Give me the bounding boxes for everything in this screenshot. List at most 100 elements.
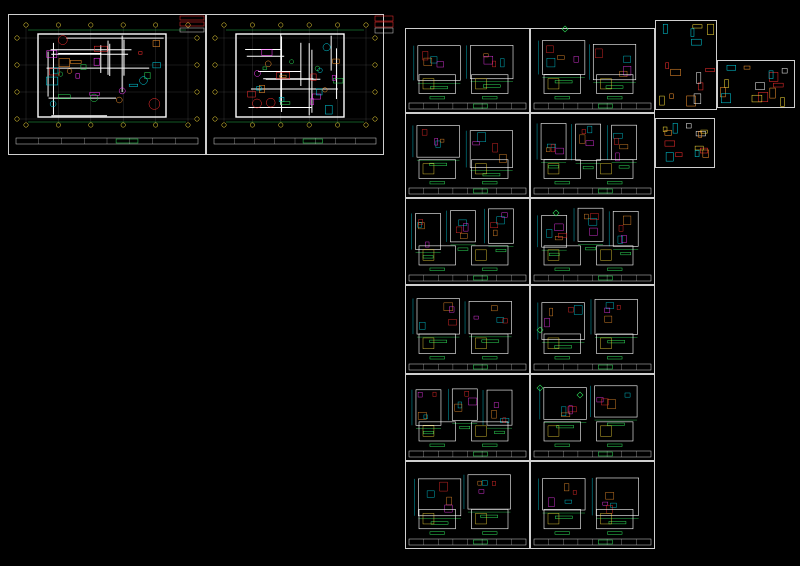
room-outline xyxy=(555,515,573,519)
grid-bubble xyxy=(306,122,312,128)
room-outline xyxy=(600,249,612,261)
room-outline xyxy=(477,480,482,486)
room-outline xyxy=(596,245,634,266)
room-outline xyxy=(418,478,462,517)
grid-bubble xyxy=(49,100,57,108)
room-outline xyxy=(458,219,467,226)
elevation-sheet-a3[interactable] xyxy=(405,198,530,285)
elevation-sheet-a5[interactable] xyxy=(405,374,530,461)
elevation-sheet-a1[interactable] xyxy=(405,28,530,113)
room-outline xyxy=(773,82,784,88)
room-outline xyxy=(614,138,619,145)
detail-sheet-3[interactable] xyxy=(655,118,715,168)
grid-bubble xyxy=(185,22,191,28)
room-outline xyxy=(662,126,668,132)
elevation-sheet-a4[interactable] xyxy=(405,285,530,374)
room-outline xyxy=(493,402,499,408)
room-outline xyxy=(698,131,702,138)
room-outline xyxy=(429,356,445,360)
grid-bubble xyxy=(372,35,378,41)
room-outline xyxy=(459,426,471,430)
room-outline xyxy=(543,509,581,530)
room-outline xyxy=(471,74,509,94)
floor-plan-sheet-1[interactable] xyxy=(8,14,206,155)
room-outline xyxy=(429,96,445,100)
room-outline xyxy=(686,95,696,107)
room-outline xyxy=(616,305,621,310)
room-outline xyxy=(58,58,70,67)
room-outline xyxy=(769,72,779,82)
room-outline xyxy=(456,226,463,233)
room-outline xyxy=(568,307,574,313)
room-outline xyxy=(572,490,577,495)
grid-bubble xyxy=(265,60,272,67)
floor-plan-sheet-2[interactable] xyxy=(206,14,384,155)
room-outline xyxy=(430,521,449,525)
room-outline xyxy=(585,140,594,146)
room-outline xyxy=(758,92,769,102)
room-outline xyxy=(755,82,765,90)
room-outline xyxy=(482,531,498,535)
room-outline xyxy=(604,315,613,323)
room-outline xyxy=(415,213,441,250)
grid-bubble xyxy=(212,35,218,41)
detail-sheet-1[interactable] xyxy=(655,20,717,110)
room-outline xyxy=(546,147,551,152)
room-outline xyxy=(333,78,344,84)
grid-bubble xyxy=(278,122,284,128)
room-outline xyxy=(664,129,672,136)
detail-sheet-2[interactable] xyxy=(717,60,795,108)
room-outline xyxy=(436,61,444,68)
room-outline xyxy=(419,322,426,330)
room-outline xyxy=(751,94,763,103)
room-outline xyxy=(624,392,631,398)
room-outline xyxy=(600,78,612,90)
room-outline xyxy=(434,138,438,146)
room-outline xyxy=(567,406,577,413)
grid-bubble xyxy=(153,122,159,128)
elevation-sheet-a2[interactable] xyxy=(405,113,530,198)
grid-bubble xyxy=(116,96,123,104)
elevation-sheet-b4[interactable] xyxy=(530,285,655,374)
grid-bubble xyxy=(185,122,191,128)
room-outline xyxy=(482,96,498,100)
room-outline xyxy=(600,163,612,175)
room-outline xyxy=(781,68,788,74)
room-outline xyxy=(502,417,507,423)
room-outline xyxy=(575,123,601,161)
room-outline xyxy=(662,23,668,34)
room-outline xyxy=(543,387,587,420)
room-outline xyxy=(623,215,632,225)
room-outline xyxy=(493,229,498,237)
section-marker-icon xyxy=(561,25,569,33)
room-outline xyxy=(312,93,321,100)
room-outline xyxy=(332,58,340,64)
room-outline xyxy=(618,165,630,169)
room-outline xyxy=(615,152,620,162)
room-outline xyxy=(418,222,425,230)
elevation-sheet-b1[interactable] xyxy=(530,28,655,113)
room-outline xyxy=(554,356,570,360)
room-outline xyxy=(604,307,611,313)
room-outline xyxy=(491,305,498,312)
room-outline xyxy=(558,233,568,238)
room-outline xyxy=(473,451,488,457)
elevation-sheet-a6[interactable] xyxy=(405,461,530,549)
elevation-sheet-b6[interactable] xyxy=(530,461,655,549)
room-outline xyxy=(607,96,623,100)
room-outline xyxy=(579,134,586,144)
room-outline xyxy=(607,443,623,447)
grid-bubble xyxy=(58,35,68,45)
room-outline xyxy=(596,509,634,530)
room-outline xyxy=(494,430,505,434)
room-outline xyxy=(475,163,487,175)
elevation-sheet-b2[interactable] xyxy=(530,113,655,198)
elevation-sheet-b3[interactable] xyxy=(530,198,655,285)
room-outline xyxy=(46,50,58,58)
grid-bubble xyxy=(372,89,378,95)
elevation-sheet-b5[interactable] xyxy=(530,374,655,461)
room-outline xyxy=(464,391,469,397)
room-outline xyxy=(179,27,205,33)
room-outline xyxy=(607,181,623,185)
